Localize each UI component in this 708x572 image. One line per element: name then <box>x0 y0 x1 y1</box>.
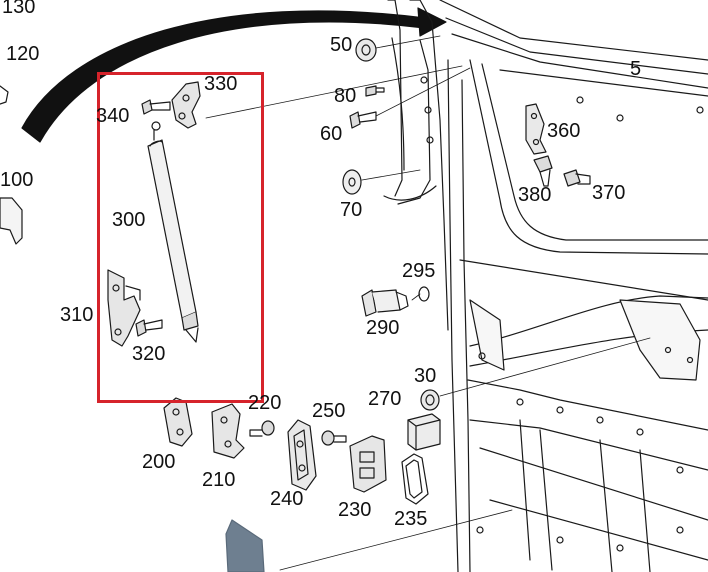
callout-220: 220 <box>248 392 282 414</box>
part-200-plate <box>163 397 193 447</box>
callout-370: 370 <box>592 182 626 204</box>
part-210-bracket <box>211 403 245 459</box>
leader-lines <box>205 35 651 571</box>
callout-30: 30 <box>414 365 437 387</box>
callout-120: 120 <box>6 43 40 65</box>
part-340-bolt <box>141 99 171 115</box>
callout-210: 210 <box>202 469 236 491</box>
callout-240: 240 <box>270 488 304 510</box>
part-270-block <box>407 413 441 451</box>
callout-270: 270 <box>368 388 402 410</box>
part-310-bracket <box>107 269 141 347</box>
callout-300: 300 <box>112 209 146 231</box>
callout-100: 100 <box>0 169 34 191</box>
callout-330: 330 <box>204 73 238 95</box>
trim-piece <box>225 519 265 572</box>
callout-230: 230 <box>338 499 372 521</box>
callout-290: 290 <box>366 317 400 339</box>
part-80-pin <box>365 85 385 97</box>
part-50-cap <box>355 38 377 62</box>
callout-70: 70 <box>340 199 363 221</box>
callout-295: 295 <box>402 260 436 282</box>
door-frame <box>383 0 708 572</box>
callout-130: 130 <box>2 0 36 18</box>
callout-360: 360 <box>547 120 581 142</box>
part-370-screw <box>563 169 591 187</box>
part-70-washer <box>342 169 362 195</box>
callout-50: 50 <box>330 34 353 56</box>
part-120-fragment <box>0 85 9 105</box>
callout-80: 80 <box>334 85 357 107</box>
callout-60: 60 <box>320 123 343 145</box>
part-330-bracket <box>171 81 201 129</box>
callout-380: 380 <box>518 184 552 206</box>
part-290-lock-cylinder <box>361 289 409 317</box>
part-60-bolt <box>349 111 377 129</box>
part-30-grommet <box>420 389 440 411</box>
part-230-latch <box>349 435 387 493</box>
callout-200: 200 <box>142 451 176 473</box>
part-100-fragment <box>0 197 23 245</box>
part-240-handle-module <box>287 419 317 491</box>
highlight-box <box>97 72 264 403</box>
callout-235: 235 <box>394 508 428 530</box>
part-295-clip <box>418 286 430 302</box>
callout-340: 340 <box>96 105 130 127</box>
part-380-screw <box>533 155 553 187</box>
part-320-bolt <box>135 319 163 337</box>
part-250-screw <box>321 430 347 446</box>
part-220-screw <box>249 420 275 437</box>
callout-310: 310 <box>60 304 94 326</box>
part-235-gasket <box>401 453 429 505</box>
part-360-hinge-bracket <box>525 103 547 155</box>
part-300-gas-strut <box>147 121 199 343</box>
callout-5: 5 <box>630 58 642 80</box>
callout-250: 250 <box>312 400 346 422</box>
callout-320: 320 <box>132 343 166 365</box>
